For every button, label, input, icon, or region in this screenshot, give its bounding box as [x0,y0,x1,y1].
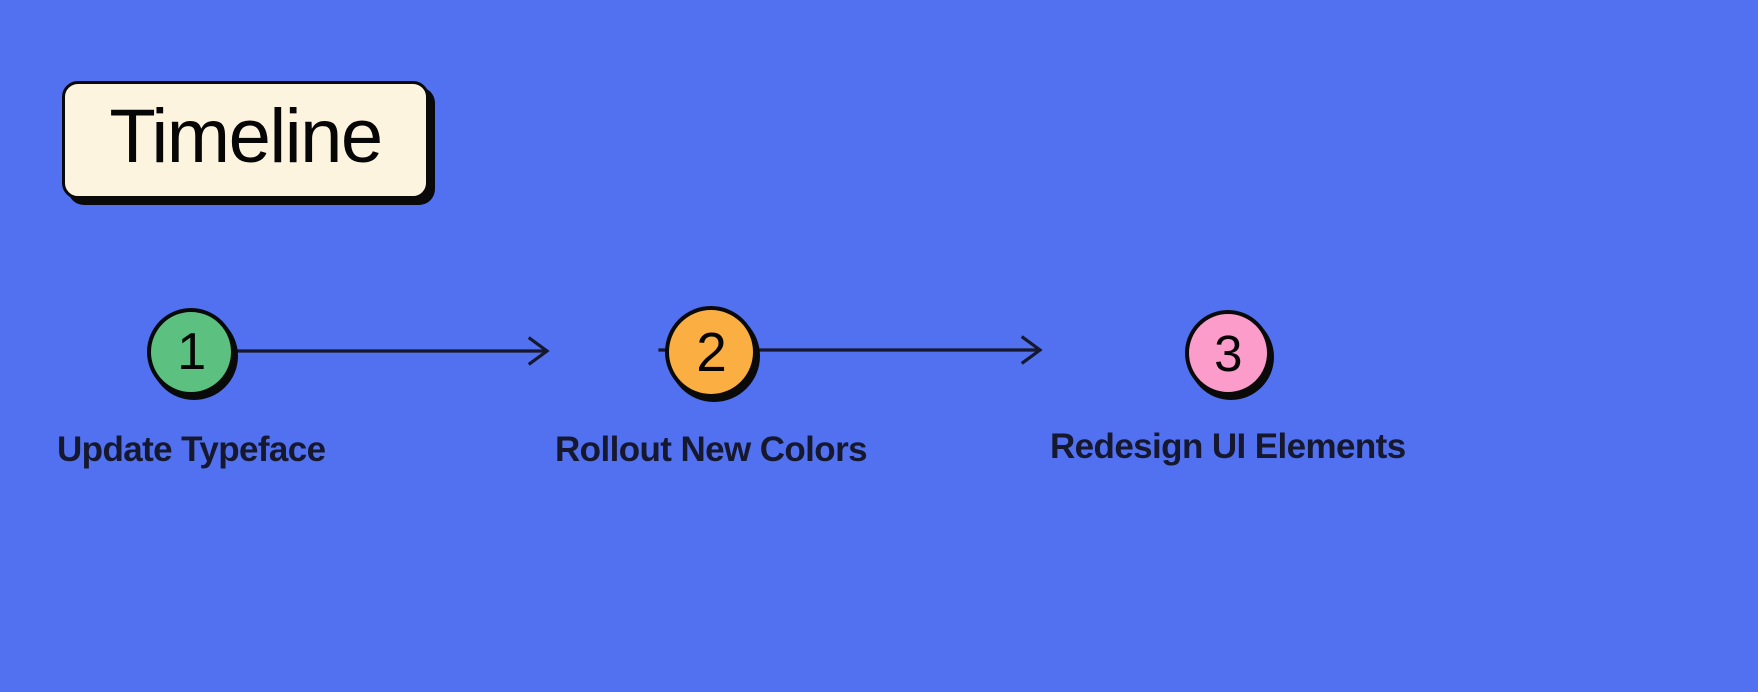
timeline-node-2-label: Rollout New Colors [555,430,868,469]
timeline-node-2[interactable]: 2 Rollout New Colors [555,306,868,469]
timeline-node-1-circle[interactable]: 1 [147,308,236,396]
timeline-node-3-number: 3 [1214,324,1242,382]
timeline-node-1-number: 1 [177,323,206,381]
timeline-node-2-number: 2 [696,320,727,383]
timeline-node-3[interactable]: 3 Redesign UI Elements [1050,310,1406,464]
timeline-node-1[interactable]: 1 Update Typeface [57,308,326,467]
timeline-node-3-circle[interactable]: 3 [1184,310,1271,396]
timeline-node-3-label: Redesign UI Elements [1050,427,1406,466]
timeline-node-2-circle[interactable]: 2 [664,306,757,398]
page-title: Timeline [109,94,383,179]
timeline-node-1-label: Update Typeface [57,430,326,469]
title-card: Timeline [62,81,429,199]
